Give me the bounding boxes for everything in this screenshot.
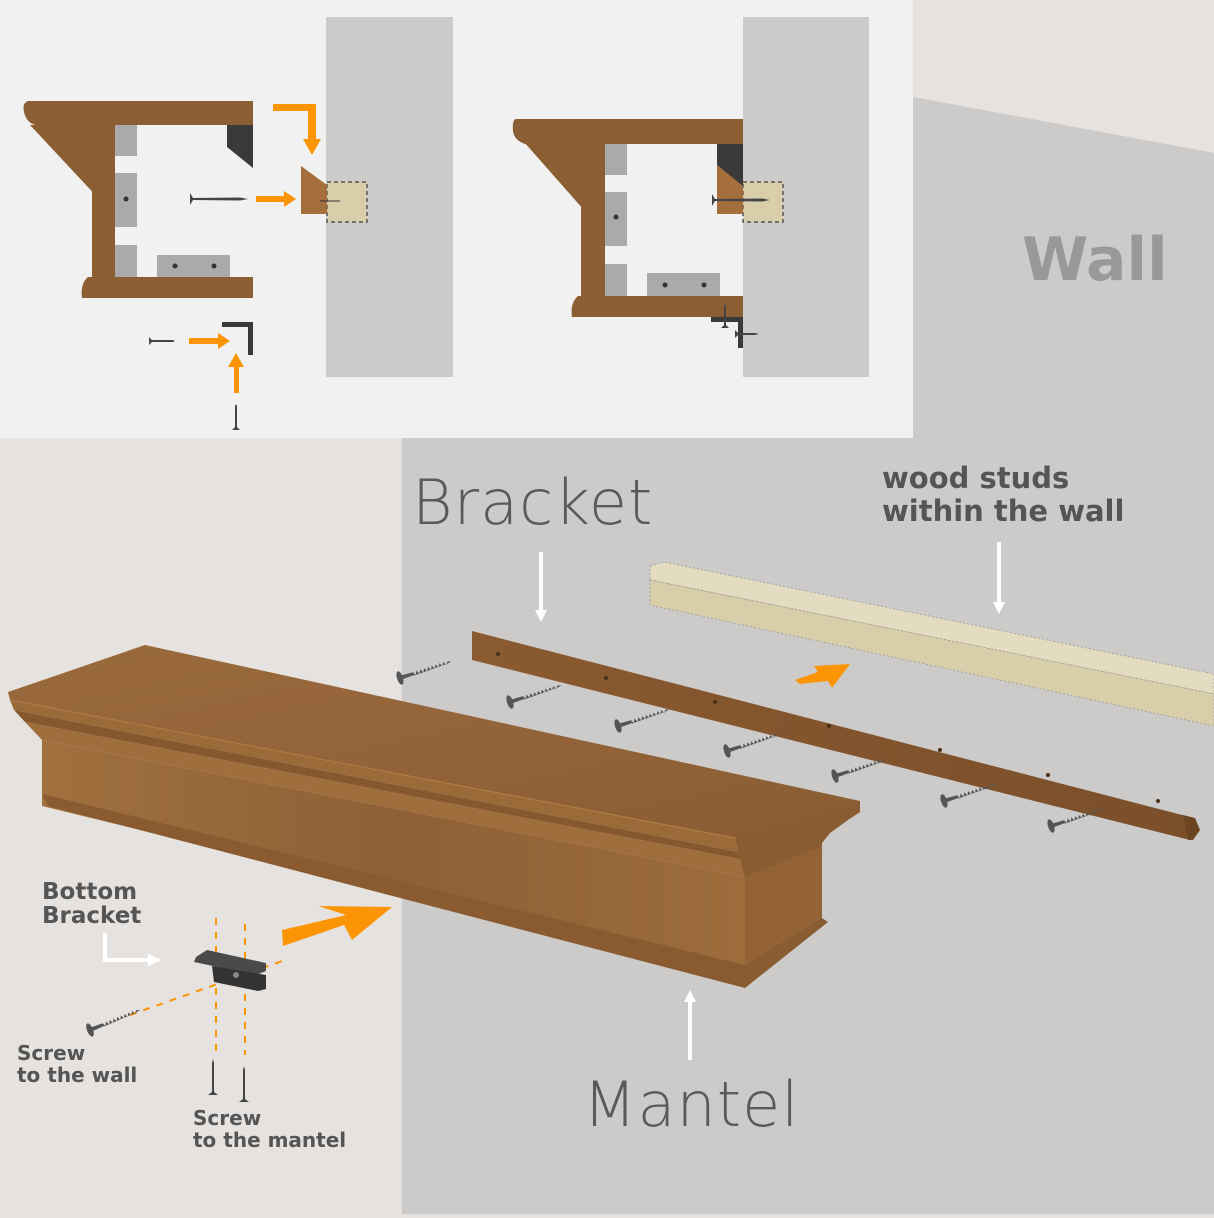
bottom-bracket-line-2: Bracket (42, 903, 142, 929)
screw-mantel-label: Screw to the mantel (193, 1107, 346, 1151)
bottom-bracket-detail (84, 918, 286, 1102)
pointer-arrows (103, 542, 1005, 1060)
wood-studs-label: wood studs within the wall (882, 462, 1124, 528)
bottom-bracket-label: Bottom Bracket (42, 880, 141, 928)
wall-cleat (472, 631, 1200, 840)
screw-mantel-line-1: Screw (193, 1106, 262, 1130)
wood-stud-beam (649, 561, 1214, 727)
wood-studs-line-2: within the wall (882, 494, 1125, 528)
screw-wall-line-1: Screw (17, 1041, 86, 1065)
bracket-label: Bracket (412, 466, 654, 539)
screw-mantel-line-2: to the mantel (193, 1128, 347, 1152)
cross-section-before (23, 17, 453, 430)
wood-studs-line-1: wood studs (882, 461, 1070, 495)
bottom-bracket-line-1: Bottom (42, 879, 138, 905)
wall-label: Wall (1022, 225, 1168, 295)
mantel-3d (8, 645, 860, 988)
mantel-label: Mantel (583, 1068, 800, 1141)
screw-wall-label: Screw to the wall (17, 1042, 137, 1086)
screw-wall-line-2: to the wall (17, 1063, 138, 1087)
cross-section-after (512, 17, 869, 377)
